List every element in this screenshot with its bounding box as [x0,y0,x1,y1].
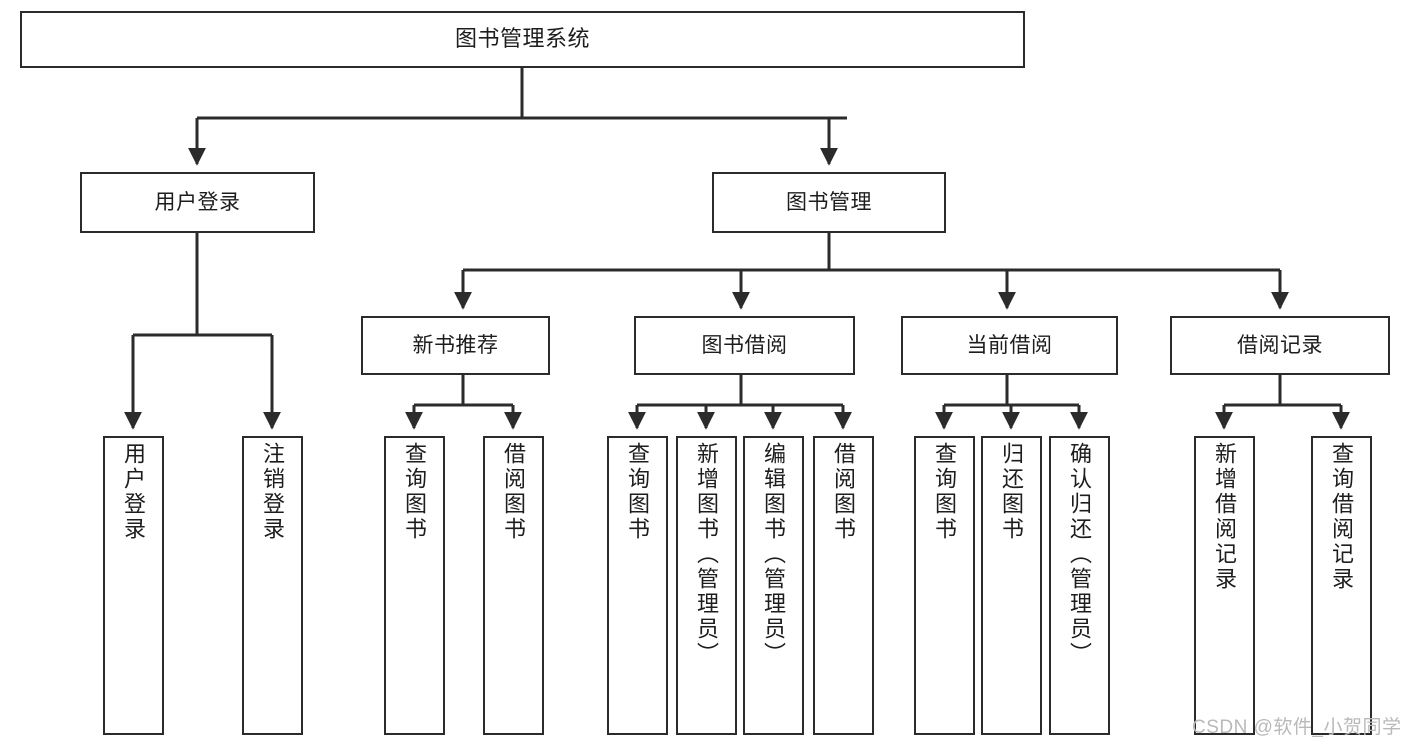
csdn-watermark: CSDN @软件_小贺同学 [1192,717,1402,738]
node-label: 新增借阅记录 [1212,442,1238,592]
leaf-borrow-book[interactable]: 借阅图书 [813,436,874,735]
node-label: 查询图书 [932,442,958,542]
node-label: 图书管理系统 [454,26,590,52]
node-label: 当前借阅 [966,333,1053,357]
node-borrow-record[interactable]: 借阅记录 [1170,316,1390,375]
node-label: 查询图书 [625,442,651,542]
node-label: 借阅图书 [831,442,857,542]
node-user-login[interactable]: 用户登录 [80,172,315,233]
leaf-borrow-book-recommend[interactable]: 借阅图书 [483,436,544,735]
node-label: 新书推荐 [412,333,499,357]
node-label: 新增图书（管理员） [694,442,720,667]
node-label: 查询图书 [402,442,428,542]
leaf-query-book-borrow[interactable]: 查询图书 [607,436,668,735]
leaf-query-book-current[interactable]: 查询图书 [914,436,975,735]
leaf-add-borrow-record[interactable]: 新增借阅记录 [1194,436,1255,735]
leaf-user-logout[interactable]: 注销登录 [242,436,303,735]
node-label: 借阅图书 [501,442,527,542]
leaf-edit-book-admin[interactable]: 编辑图书（管理员） [743,436,804,735]
node-label: 借阅记录 [1237,333,1323,357]
leaf-query-book-recommend[interactable]: 查询图书 [384,436,445,735]
node-book-management[interactable]: 图书管理 [712,172,946,233]
leaf-query-borrow-record[interactable]: 查询借阅记录 [1311,436,1372,735]
node-label: 用户登录 [154,190,241,214]
node-label: 图书借阅 [701,333,788,357]
leaf-user-login[interactable]: 用户登录 [103,436,164,735]
node-new-book-recommend[interactable]: 新书推荐 [361,316,550,375]
node-current-borrow[interactable]: 当前借阅 [901,316,1118,375]
node-label: 编辑图书（管理员） [761,442,787,667]
node-book-borrow[interactable]: 图书借阅 [634,316,855,375]
node-label: 归还图书 [999,442,1025,542]
node-label: 确认归还（管理员） [1067,442,1093,667]
node-label: 查询借阅记录 [1329,442,1355,592]
node-label: 图书管理 [786,190,872,214]
leaf-confirm-return-admin[interactable]: 确认归还（管理员） [1049,436,1110,735]
node-label: 注销登录 [260,442,286,542]
leaf-add-book-admin[interactable]: 新增图书（管理员） [676,436,737,735]
node-root-system[interactable]: 图书管理系统 [20,11,1025,68]
leaf-return-book[interactable]: 归还图书 [981,436,1042,735]
node-label: 用户登录 [121,442,147,542]
